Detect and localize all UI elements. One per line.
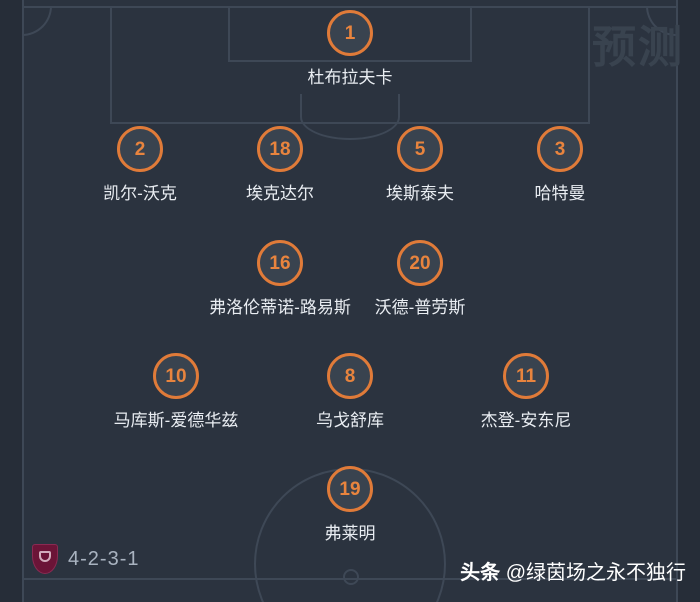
attribution-handle: @绿茵场之永不独行 — [505, 562, 686, 584]
formation-footer: 4-2-3-1 — [32, 544, 139, 574]
prediction-watermark: 预测 — [592, 23, 684, 72]
player-marker[interactable]: 11 杰登-安东尼 — [451, 353, 601, 431]
goal-line-top — [22, 6, 678, 8]
penalty-arc — [300, 94, 400, 140]
player-number: 2 — [117, 126, 163, 172]
player-marker[interactable]: 18 埃克达尔 — [205, 126, 355, 204]
club-crest-icon — [32, 544, 58, 574]
player-number: 16 — [257, 240, 303, 286]
corner-arc-top-left — [22, 6, 52, 36]
player-number: 8 — [327, 353, 373, 399]
player-marker[interactable]: 1 杜布拉夫卡 — [275, 10, 425, 88]
player-marker[interactable]: 19 弗莱明 — [275, 466, 425, 544]
player-name: 杜布拉夫卡 — [307, 68, 393, 87]
player-name: 沃德-普劳斯 — [374, 298, 466, 317]
attribution: 头条 @绿茵场之永不独行 — [460, 556, 686, 585]
player-number: 19 — [327, 466, 373, 512]
touchline-right — [676, 0, 678, 602]
player-name: 凯尔-沃克 — [103, 184, 177, 203]
attribution-brand: 头条 — [460, 562, 501, 584]
player-marker[interactable]: 3 哈特曼 — [485, 126, 635, 204]
pitch-margin-right — [678, 0, 700, 602]
player-marker[interactable]: 5 埃斯泰夫 — [345, 126, 495, 204]
formation-label: 4-2-3-1 — [68, 547, 140, 570]
player-name: 弗莱明 — [324, 524, 376, 543]
pitch-margin-left — [0, 0, 22, 602]
player-marker[interactable]: 16 弗洛伦蒂诺-路易斯 — [205, 240, 355, 318]
player-marker[interactable]: 8 乌戈舒库 — [275, 353, 425, 431]
player-name: 马库斯-爱德华兹 — [113, 411, 239, 430]
player-name: 乌戈舒库 — [316, 411, 384, 430]
player-name: 埃斯泰夫 — [386, 184, 454, 203]
player-name: 杰登-安东尼 — [480, 411, 572, 430]
player-number: 18 — [257, 126, 303, 172]
player-number: 20 — [397, 240, 443, 286]
player-name: 埃克达尔 — [246, 184, 314, 203]
player-name: 弗洛伦蒂诺-路易斯 — [209, 298, 351, 317]
player-number: 11 — [503, 353, 549, 399]
player-marker[interactable]: 2 凯尔-沃克 — [65, 126, 215, 204]
player-number: 10 — [153, 353, 199, 399]
goal-area-box — [228, 6, 472, 62]
player-number: 3 — [537, 126, 583, 172]
center-spot — [343, 569, 359, 585]
touchline-left — [22, 0, 24, 602]
player-number: 5 — [397, 126, 443, 172]
player-name: 哈特曼 — [534, 184, 586, 203]
player-marker[interactable]: 10 马库斯-爱德华兹 — [101, 353, 251, 431]
player-marker[interactable]: 20 沃德-普劳斯 — [345, 240, 495, 318]
player-number: 1 — [327, 10, 373, 56]
